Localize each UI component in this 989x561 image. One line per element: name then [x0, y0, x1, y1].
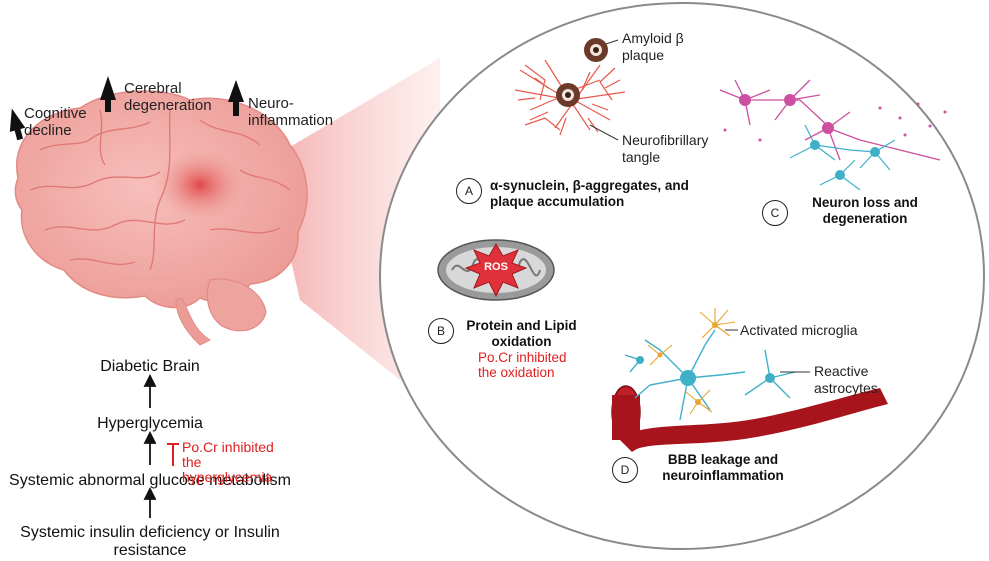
panel-a-title: α-synuclein, β-aggregates, and plaque ac…	[490, 178, 689, 209]
panel-b-note: Po.Cr inhibited the oxidation	[478, 350, 567, 380]
amyloid-plaque-icon	[556, 38, 608, 107]
blood-vessel-illustration	[611, 385, 888, 452]
panel-b-title: Protein and Lipid oxidation	[466, 318, 577, 349]
label-activated-microglia: Activated microglia	[740, 322, 858, 338]
astrocyte-illustration	[624, 329, 796, 421]
flow-step-insulin: Systemic insulin deficiency or Insulin r…	[20, 524, 280, 559]
panel-b-marker: B	[428, 318, 454, 344]
flow-step-diabetic-brain: Diabetic Brain	[100, 358, 200, 375]
inhibition-marker	[167, 443, 179, 466]
label-neuroinflammation: Neuro-inflammation	[248, 95, 334, 129]
panel-a-marker: A	[456, 178, 482, 204]
ros-burst-icon	[464, 243, 528, 298]
panel-d-marker: D	[612, 457, 638, 483]
label-cognitive-decline: Cognitive decline	[24, 105, 87, 139]
label-neurofibrillary-tangle: Neurofibrillary tangle	[622, 132, 709, 165]
panel-c-title: Neuron loss and degeneration	[812, 195, 918, 226]
label-reactive-astrocytes: Reactive astrocytes	[814, 363, 878, 396]
brain-illustration	[14, 90, 308, 346]
ros-label: ROS	[484, 261, 508, 273]
flow-step-glucose-metabolism: Systemic abnormal glucose metabolism	[9, 472, 291, 489]
arrow-up-icons	[9, 76, 244, 141]
flow-arrows	[143, 373, 157, 518]
label-cerebral-degeneration: Cerebral degeneration	[124, 80, 212, 114]
inhibition-note-hyperglycemia: Po.Cr inhibited the hyperglycemia	[182, 439, 274, 485]
flow-step-hyperglycemia: Hyperglycemia	[97, 415, 203, 432]
neuron-illustration	[719, 79, 947, 191]
label-amyloid-plaque: Amyloid β plaque	[622, 30, 684, 63]
panel-d-title: BBB leakage and neuroinflammation	[662, 452, 784, 483]
panel-c-marker: C	[762, 200, 788, 226]
